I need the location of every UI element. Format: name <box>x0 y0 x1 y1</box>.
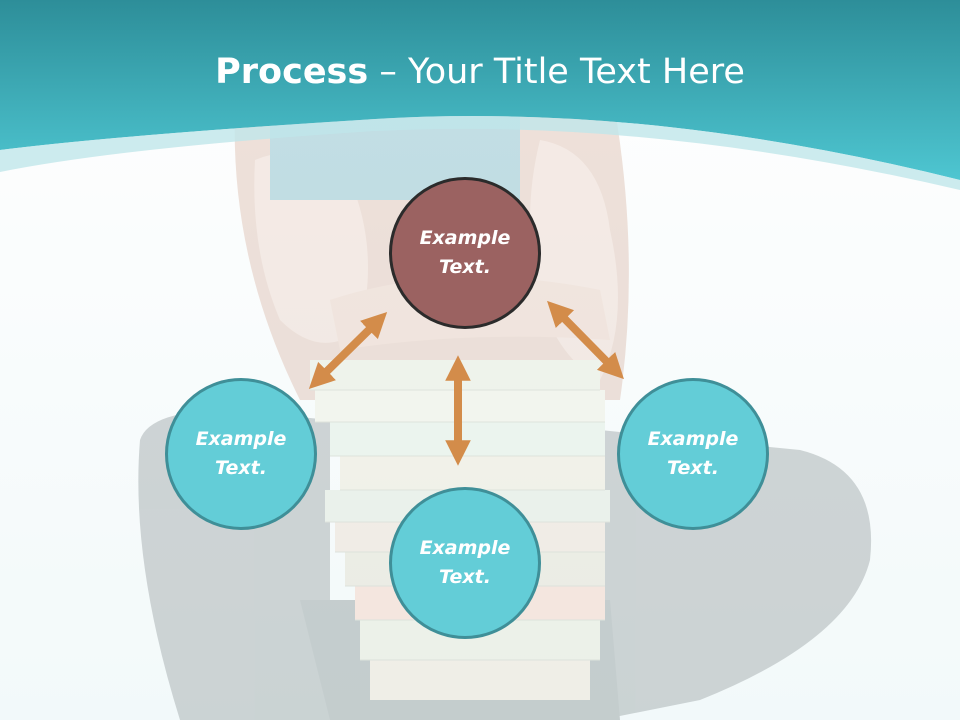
node-right-line1: Example <box>647 428 739 450</box>
node-right-text: Example Text. <box>633 425 753 483</box>
node-right-line2: Text. <box>667 457 719 479</box>
process-node-top[interactable]: Example Text. <box>389 177 541 329</box>
process-node-left[interactable]: Example Text. <box>165 378 317 530</box>
node-left-line1: Example <box>195 428 287 450</box>
process-node-right[interactable]: Example Text. <box>617 378 769 530</box>
node-bottom-line1: Example <box>419 537 511 559</box>
node-left-line2: Text. <box>215 457 267 479</box>
slide-title: Process – Your Title Text Here <box>0 52 960 92</box>
title-separator: – <box>368 52 408 92</box>
node-top-line1: Example <box>419 227 511 249</box>
node-top-text: Example Text. <box>405 224 525 282</box>
process-node-bottom[interactable]: Example Text. <box>389 487 541 639</box>
node-top-line2: Text. <box>439 256 491 278</box>
node-bottom-text: Example Text. <box>405 534 525 592</box>
node-bottom-line2: Text. <box>439 566 491 588</box>
node-left-text: Example Text. <box>181 425 301 483</box>
title-strong: Process <box>215 52 369 92</box>
title-rest: Your Title Text Here <box>407 52 745 92</box>
